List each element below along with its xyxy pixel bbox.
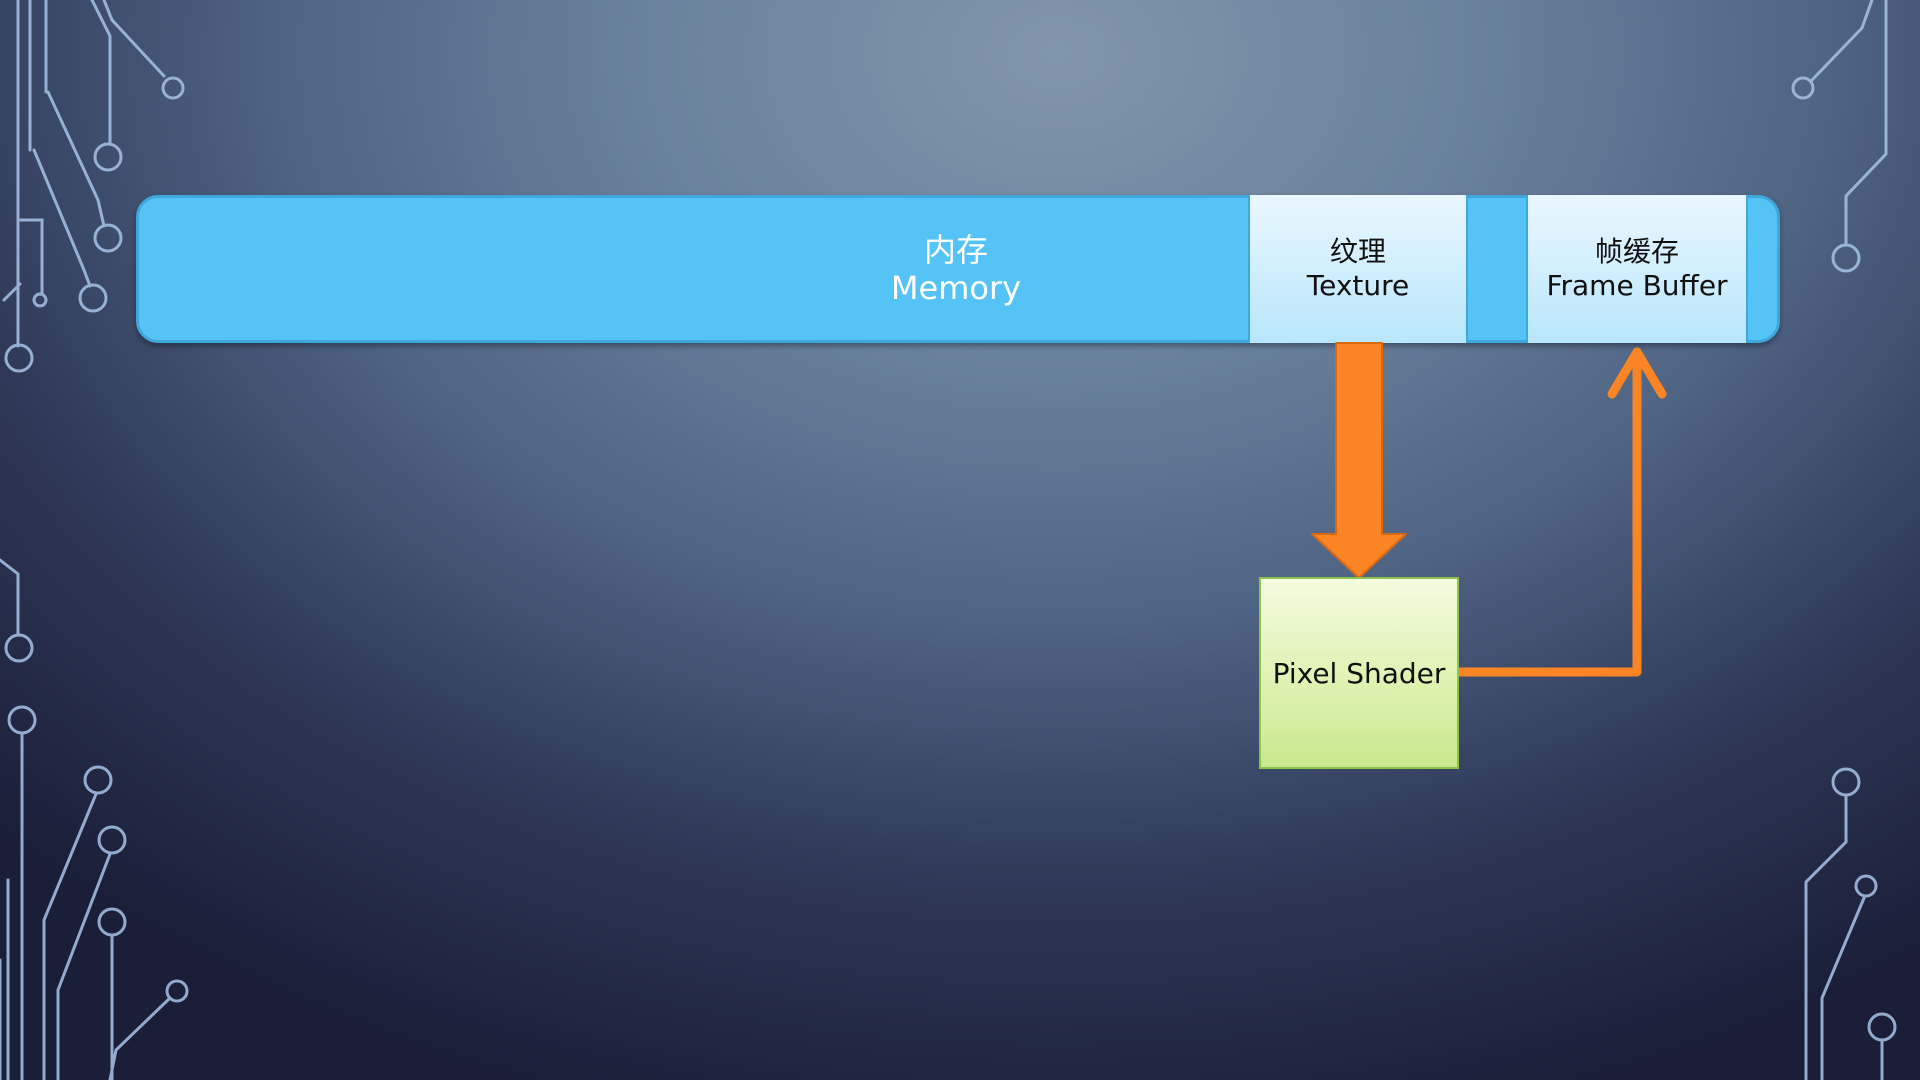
memory-label-cn: 内存 (923, 231, 988, 269)
shader-to-framebuffer-arrowhead (1607, 347, 1667, 399)
frame-buffer-label-cn: 帧缓存 (1594, 235, 1679, 268)
memory-label-en: Memory (890, 269, 1022, 307)
memory-bar (136, 195, 1780, 343)
pixel-shader-box: Pixel Shader (1259, 577, 1459, 769)
frame-buffer-label-en: Frame Buffer (1546, 269, 1728, 302)
texture-label-cn: 纹理 (1329, 235, 1386, 268)
texture-label-en: Texture (1306, 269, 1410, 302)
texture-to-shader-arrow (1311, 342, 1407, 579)
shader-to-framebuffer-arrow (1459, 358, 1642, 677)
texture-block: 纹理 Texture (1248, 195, 1468, 343)
memory-label: 内存 Memory (136, 195, 1776, 343)
pixel-shader-label: Pixel Shader (1272, 656, 1446, 690)
frame-buffer-block: 帧缓存 Frame Buffer (1526, 195, 1748, 343)
